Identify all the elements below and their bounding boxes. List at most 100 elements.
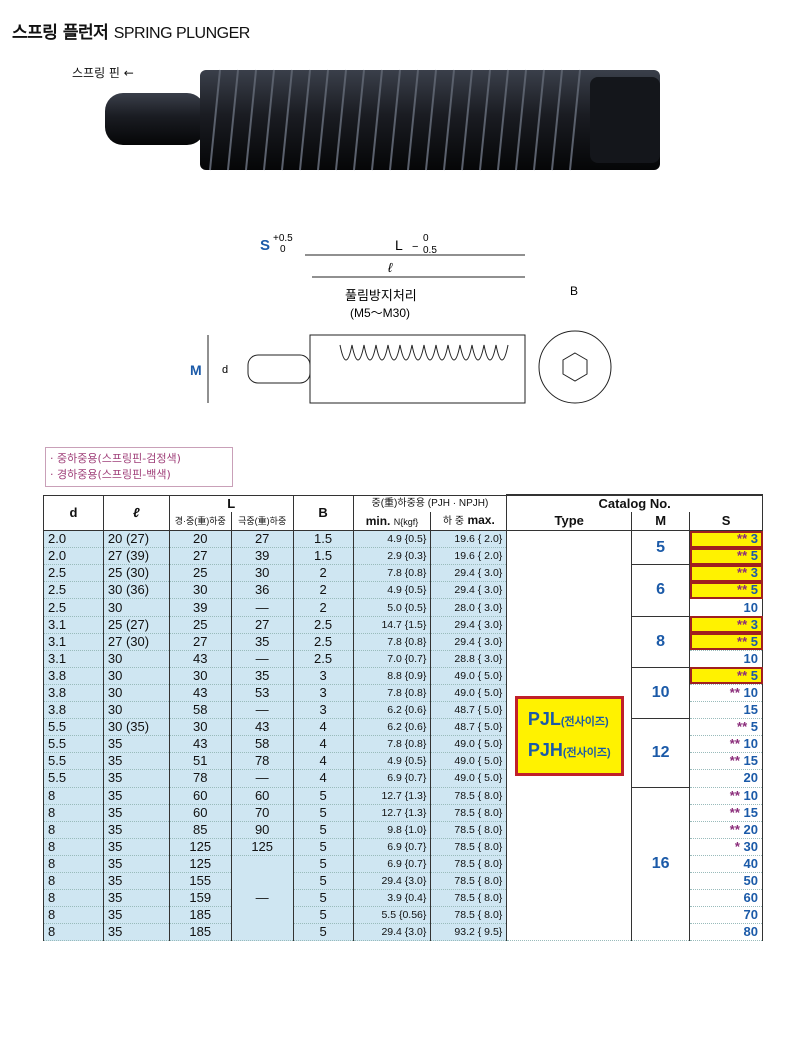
- table-cell: 27: [168, 633, 232, 651]
- table-cell: 78.5 { 8.0}: [430, 889, 508, 908]
- table-cell: 78.5 { 8.0}: [430, 906, 508, 925]
- table-cell: 27: [230, 616, 294, 634]
- table-cell: 5.5: [43, 752, 104, 771]
- table-cell: 43: [168, 684, 232, 703]
- m-size-cell: 10: [631, 666, 691, 720]
- s-cell: ** 10: [689, 684, 763, 703]
- col-L: L: [168, 494, 294, 513]
- table-cell: 78: [230, 752, 294, 771]
- table-cell: 30: [102, 701, 170, 720]
- col-load-max: 하 중 max.: [430, 512, 508, 532]
- table-cell: 93.2 { 9.5}: [430, 923, 508, 942]
- m-size-cell: 5: [631, 530, 691, 566]
- table-cell: 14.7 {1.5}: [352, 616, 432, 634]
- svg-text:0: 0: [280, 244, 286, 255]
- table-cell: 25 (27): [102, 616, 170, 634]
- table-cell: 8: [43, 838, 104, 856]
- table-cell: 49.0 { 5.0}: [430, 769, 508, 788]
- table-cell: 8: [43, 872, 104, 891]
- s-cell: 10: [689, 650, 763, 668]
- table-cell: 4: [292, 752, 354, 771]
- table-cell: 2: [292, 598, 354, 617]
- table-cell: 35: [230, 667, 294, 685]
- spec-table: d ℓ L B 중(重)하중용 (PJH · NPJH) Catalog No.…: [43, 493, 763, 942]
- table-cell: 35: [102, 752, 170, 771]
- table-cell: —: [230, 650, 294, 668]
- table-cell: 35: [102, 735, 170, 754]
- table-cell: 30: [102, 650, 170, 668]
- s-cell: 40: [689, 855, 763, 873]
- table-cell: 6.9 {0.7}: [352, 769, 432, 788]
- table-cell: 5.0 {0.5}: [352, 598, 432, 617]
- table-cell: —: [230, 769, 294, 788]
- table-cell: 5: [292, 787, 354, 805]
- table-cell: 7.8 {0.8}: [352, 564, 432, 583]
- table-cell: 4: [292, 769, 354, 788]
- s-cell: 10: [689, 598, 763, 617]
- table-cell: 6.9 {0.7}: [352, 855, 432, 873]
- s-cell: ** 5: [689, 633, 763, 651]
- table-cell: 9.8 {1.0}: [352, 821, 432, 839]
- s-cell: ** 5: [689, 718, 763, 737]
- table-cell: 3.1: [43, 616, 104, 634]
- table-cell: 48.7 { 5.0}: [430, 718, 508, 737]
- spring-pin-label: 스프링 핀 ←: [72, 66, 134, 80]
- table-cell: 5.5: [43, 769, 104, 788]
- table-cell: 60: [230, 787, 294, 805]
- table-cell: 8: [43, 855, 104, 873]
- table-cell: 5: [292, 821, 354, 839]
- table-cell: 2.5: [43, 598, 104, 617]
- table-cell: 2.9 {0.3}: [352, 547, 432, 566]
- table-cell: 8: [43, 923, 104, 942]
- table-cell: 20 (27): [102, 530, 170, 549]
- table-cell: —: [230, 701, 294, 720]
- svg-text:0.5: 0.5: [423, 245, 437, 256]
- table-cell: 43: [230, 718, 294, 737]
- table-cell: 5: [292, 906, 354, 925]
- table-cell: 125: [168, 855, 232, 873]
- table-cell: 4.9 {0.5}: [352, 752, 432, 771]
- table-cell: 8.8 {0.9}: [352, 667, 432, 685]
- table-cell: 29.4 { 3.0}: [430, 633, 508, 651]
- table-cell: 20: [168, 530, 232, 549]
- table-cell: 60: [168, 787, 232, 805]
- table-cell: 8: [43, 906, 104, 925]
- table-cell: 29.4 { 3.0}: [430, 564, 508, 583]
- table-cell: 28.0 { 3.0}: [430, 598, 508, 617]
- table-cell: 5: [292, 855, 354, 873]
- table-cell: 185: [168, 906, 232, 925]
- table-cell: 3.1: [43, 633, 104, 651]
- page-title: 스프링 플런저 SPRING PLUNGER: [12, 18, 250, 43]
- table-cell: 35: [102, 838, 170, 856]
- title-korean: 스프링 플런저: [12, 23, 109, 43]
- legend-box: · 중하중용(스프링핀-검정색) · 경하중용(스프링핀-백색): [45, 447, 233, 487]
- col-load-title: 중(重)하중용 (PJH · NPJH): [352, 494, 508, 513]
- table-cell: 53: [230, 684, 294, 703]
- table-cell: 49.0 { 5.0}: [430, 752, 508, 771]
- table-cell: 78.5 { 8.0}: [430, 855, 508, 873]
- table-cell: 125: [168, 838, 232, 856]
- table-cell: 25 (30): [102, 564, 170, 583]
- s-cell: 50: [689, 872, 763, 891]
- table-cell: 3.8: [43, 684, 104, 703]
- svg-text:−: −: [412, 241, 418, 253]
- table-cell: 49.0 { 5.0}: [430, 684, 508, 703]
- note-anti-loosening: 풀림방지처리: [345, 288, 417, 303]
- table-cell: 27 (39): [102, 547, 170, 566]
- table-cell: 5: [292, 923, 354, 942]
- table-cell: 5.5: [43, 735, 104, 754]
- table-cell: 6.2 {0.6}: [352, 718, 432, 737]
- table-cell: 155: [168, 872, 232, 891]
